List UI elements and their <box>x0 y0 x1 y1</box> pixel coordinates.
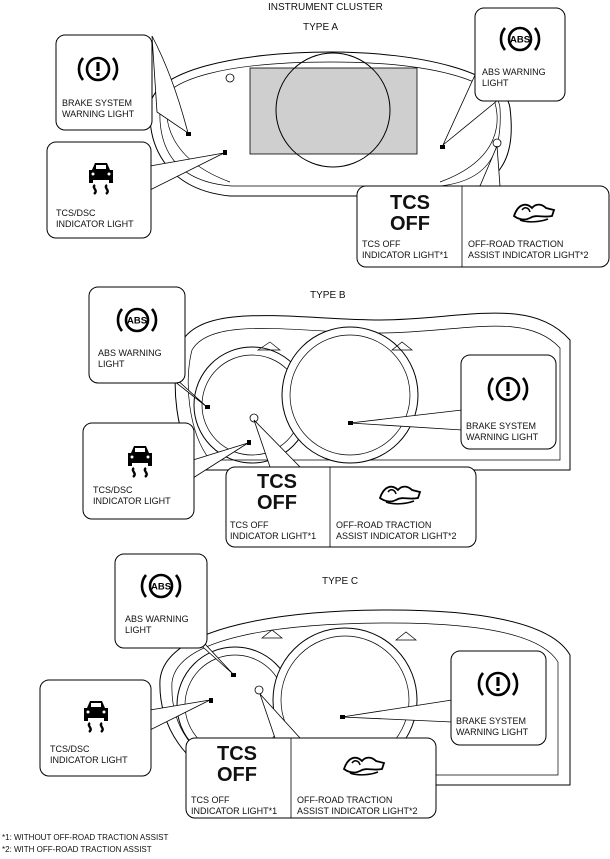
abs-label: ABS WARNING LIGHT <box>482 67 546 88</box>
type-c-label: TYPE C <box>322 576 359 587</box>
type-c-tcs-off-callout <box>185 693 437 819</box>
tcs-dsc-label: TCS/DSC INDICATOR LIGHT <box>50 744 128 765</box>
type-a-tcs-off-callout <box>356 145 610 268</box>
type-b-label: TYPE B <box>310 290 346 301</box>
footnote-2: *2: WITH OFF-ROAD TRACTION ASSIST <box>2 845 152 854</box>
brake-label: BRAKE SYSTEM WARNING LIGHT <box>456 716 529 737</box>
type-b-abs-callout <box>88 286 208 408</box>
tcs-off-label: TCS OFF INDICATOR LIGHT*1 <box>230 520 317 541</box>
type-a-label: TYPE A <box>303 22 339 33</box>
offroad-label: OFF-ROAD TRACTION ASSIST INDICATOR LIGHT… <box>468 239 589 260</box>
type-a-brake-callout <box>55 34 189 134</box>
tcs-dsc-label: TCS/DSC INDICATOR LIGHT <box>56 208 134 229</box>
tcs-off-label: TCS OFF INDICATOR LIGHT*1 <box>191 795 278 816</box>
type-b-tcs-dsc-callout <box>82 422 249 520</box>
footnote-1: *1: WITHOUT OFF-ROAD TRACTION ASSIST <box>2 833 169 842</box>
tcs-dsc-label: TCS/DSC INDICATOR LIGHT <box>93 485 171 506</box>
brake-label: BRAKE SYSTEM WARNING LIGHT <box>466 421 539 442</box>
tcs-off-label: TCS OFF INDICATOR LIGHT*1 <box>362 239 449 260</box>
abs-label: ABS WARNING LIGHT <box>125 614 189 635</box>
brake-label: BRAKE SYSTEM WARNING LIGHT <box>62 98 135 119</box>
type-a-abs-callout <box>442 7 566 146</box>
type-b-cluster <box>174 312 571 471</box>
offroad-label: OFF-ROAD TRACTION ASSIST INDICATOR LIGHT… <box>297 795 418 816</box>
type-c-abs-callout <box>114 553 234 675</box>
tcs-off-symbol: TCS OFF <box>257 471 297 514</box>
type-a-tcs-dsc-callout <box>46 141 225 239</box>
type-b-tcs-off-callout <box>225 419 477 548</box>
type-b-brake-callout <box>349 354 557 450</box>
type-c-tcs-dsc-callout <box>39 679 211 777</box>
offroad-label: OFF-ROAD TRACTION ASSIST INDICATOR LIGHT… <box>336 520 457 541</box>
tcs-off-symbol: TCS OFF <box>390 192 430 235</box>
tcs-off-symbol: TCS OFF <box>217 743 257 786</box>
page-title: INSTRUMENT CLUSTER <box>268 2 383 13</box>
abs-label: ABS WARNING LIGHT <box>98 348 162 369</box>
type-c-brake-callout <box>341 650 547 746</box>
